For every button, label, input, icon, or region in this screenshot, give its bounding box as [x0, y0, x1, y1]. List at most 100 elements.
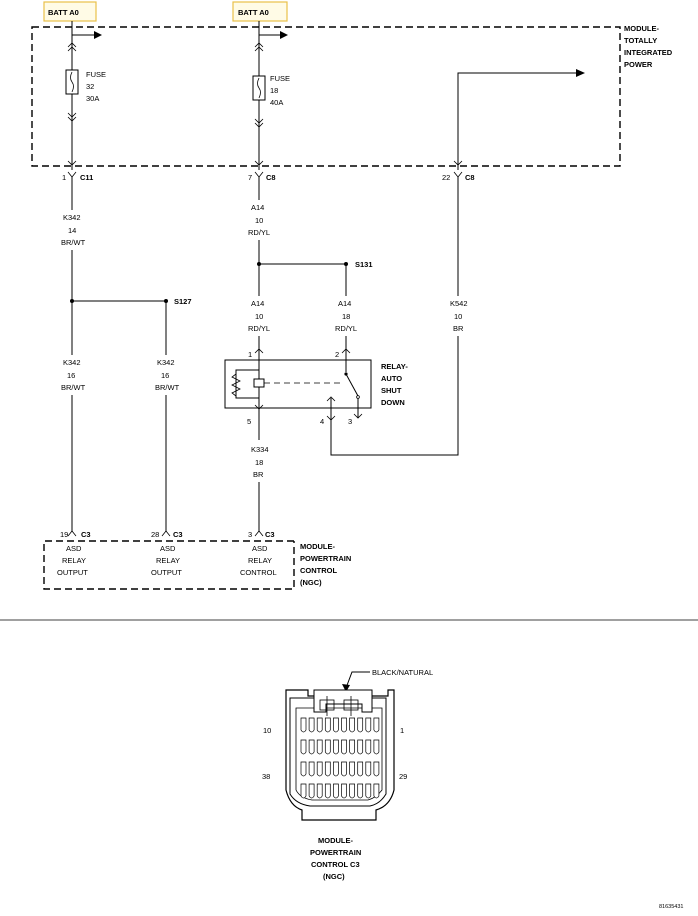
svg-text:POWERTRAIN: POWERTRAIN — [300, 554, 351, 563]
wire-label-k342-16-b: K342 16 BR/WT — [155, 358, 180, 392]
svg-text:CONTROL C3: CONTROL C3 — [311, 860, 360, 869]
wire-label-a14-10-b: A14 10 RD/YL — [248, 299, 270, 333]
connector-tipm-c8-7: 7 C8 — [248, 171, 276, 182]
svg-text:A14: A14 — [251, 299, 264, 308]
wire-label-k542: K542 10 BR — [450, 299, 468, 333]
batt-label-2: BATT A0 — [232, 1, 288, 22]
svg-text:DOWN: DOWN — [381, 398, 405, 407]
pin-cavity — [341, 761, 347, 777]
svg-text:C11: C11 — [80, 173, 93, 182]
svg-text:K334: K334 — [251, 445, 269, 454]
splice-s127: S127 — [70, 297, 192, 306]
svg-text:19: 19 — [60, 530, 68, 539]
svg-text:MODULE-: MODULE- — [318, 836, 353, 845]
pcm-func-28: ASD RELAY OUTPUT — [151, 544, 182, 577]
pcm-pin-3: 3 C3 — [248, 530, 275, 539]
wire-label-k342-14: K342 14 BR/WT — [61, 213, 86, 247]
svg-text:18: 18 — [342, 312, 350, 321]
pin-cavity — [349, 783, 355, 799]
svg-text:7: 7 — [248, 173, 252, 182]
svg-text:RELAY-: RELAY- — [381, 362, 408, 371]
svg-text:16: 16 — [67, 371, 75, 380]
svg-text:BR/WT: BR/WT — [155, 383, 180, 392]
svg-text:C8: C8 — [465, 173, 475, 182]
tipm-module-box — [31, 26, 621, 167]
splice-s131: S131 — [257, 260, 373, 269]
pcm-title: MODULE- POWERTRAIN CONTROL (NGC) — [300, 542, 351, 587]
svg-text:BR: BR — [253, 470, 264, 479]
svg-text:BR/WT: BR/WT — [61, 383, 86, 392]
svg-text:ASD: ASD — [160, 544, 176, 553]
svg-text:2: 2 — [335, 350, 339, 359]
svg-text:ASD: ASD — [66, 544, 82, 553]
pin-cavity — [324, 783, 331, 799]
svg-text:BR/WT: BR/WT — [61, 238, 86, 247]
batt-label-1: BATT A0 — [43, 1, 97, 22]
svg-text:22: 22 — [442, 173, 450, 182]
svg-text:C8: C8 — [266, 173, 276, 182]
pin-cavity — [316, 739, 323, 755]
pin-cavity — [349, 717, 355, 733]
bus-arrow-2 — [259, 31, 288, 39]
connector-caption: MODULE- POWERTRAIN CONTROL C3 (NGC) — [310, 836, 361, 881]
svg-text:10: 10 — [263, 726, 271, 735]
pin-cavity — [333, 761, 339, 777]
svg-text:FUSE: FUSE — [270, 74, 290, 83]
pin-cavity — [300, 717, 307, 733]
wire-label-a14-10-a: A14 10 RD/YL — [248, 203, 270, 237]
svg-text:ASD: ASD — [252, 544, 268, 553]
svg-text:28: 28 — [151, 530, 159, 539]
svg-text:30A: 30A — [86, 94, 99, 103]
svg-text:C3: C3 — [265, 530, 275, 539]
svg-text:C3: C3 — [173, 530, 183, 539]
svg-text:K342: K342 — [63, 358, 81, 367]
pin-cavity — [308, 717, 315, 733]
tipm-title: MODULE- TOTALLY INTEGRATED POWER — [624, 24, 673, 69]
relay-switch — [326, 372, 360, 420]
relay-pin-2: 2 — [335, 348, 351, 359]
pin-cavity — [324, 739, 331, 755]
pin-cavity — [341, 783, 347, 799]
relay-pin-4: 4 — [320, 415, 336, 426]
svg-text:10: 10 — [255, 312, 263, 321]
svg-text:C3: C3 — [81, 530, 91, 539]
svg-text:RELAY: RELAY — [156, 556, 180, 565]
svg-text:32: 32 — [86, 82, 94, 91]
wire-label-a14-18: A14 18 RD/YL — [335, 299, 357, 333]
svg-text:S127: S127 — [174, 297, 192, 306]
connector-c3-face: BLACK/NATURAL 10 1 38 29 — [262, 668, 433, 821]
relay-pin-1: 1 — [248, 348, 264, 359]
svg-text:A14: A14 — [338, 299, 351, 308]
svg-text:29: 29 — [399, 772, 407, 781]
pin-cavity — [308, 761, 315, 777]
pin-cavity — [316, 717, 323, 733]
svg-text:16: 16 — [161, 371, 169, 380]
svg-text:POWER: POWER — [624, 60, 653, 69]
svg-text:1: 1 — [62, 173, 66, 182]
svg-text:K342: K342 — [63, 213, 81, 222]
svg-text:K542: K542 — [450, 299, 468, 308]
svg-text:14: 14 — [68, 226, 76, 235]
svg-text:RELAY: RELAY — [62, 556, 86, 565]
svg-text:RD/YL: RD/YL — [248, 228, 270, 237]
svg-text:CONTROL: CONTROL — [300, 566, 337, 575]
pcm-pin-19: 19 C3 — [60, 530, 91, 539]
relay-pin-3: 3 — [348, 413, 363, 426]
svg-text:RELAY: RELAY — [248, 556, 272, 565]
svg-text:K342: K342 — [157, 358, 175, 367]
pcm-module-box — [43, 540, 295, 590]
pin-cavity — [357, 761, 364, 777]
svg-text:CONTROL: CONTROL — [240, 568, 277, 577]
pin-cavity — [341, 717, 347, 733]
pin-cavity — [357, 717, 364, 733]
pin-cavity — [333, 783, 339, 799]
pin-cavity — [341, 739, 347, 755]
pin-cavity — [316, 783, 323, 799]
pin-cavity — [308, 783, 315, 799]
svg-text:18: 18 — [255, 458, 263, 467]
pin-cavity — [365, 717, 372, 733]
wire-label-k342-16-a: K342 16 BR/WT — [61, 358, 86, 392]
svg-text:BLACK/NATURAL: BLACK/NATURAL — [372, 668, 433, 677]
pin-cavity — [333, 717, 339, 733]
